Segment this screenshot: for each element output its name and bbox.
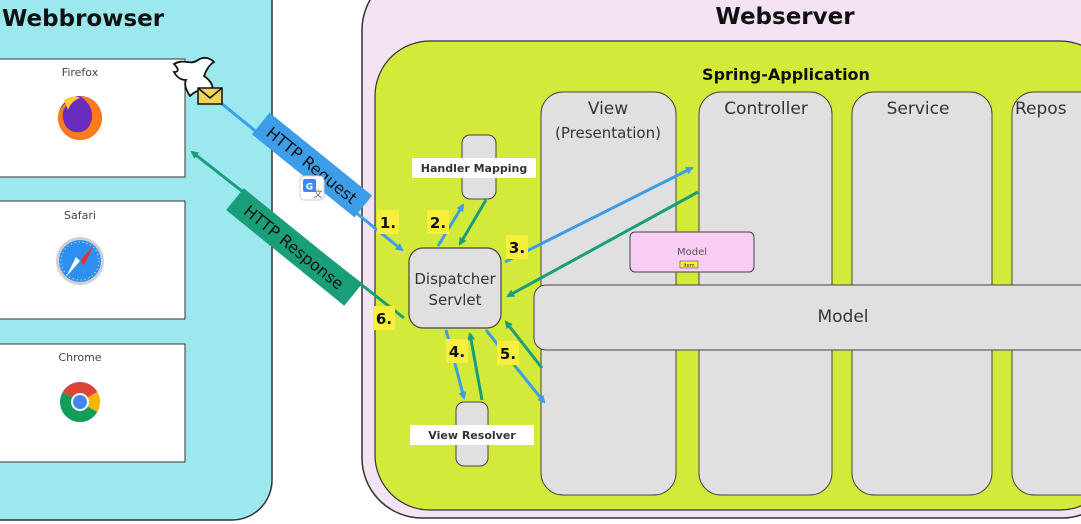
firefox-icon	[58, 96, 102, 140]
handler-mapping[interactable]: Handler Mapping	[412, 134, 536, 200]
dispatcher-servlet[interactable]: Dispatcher Servlet	[408, 247, 502, 329]
dispatcher-label-line1: Dispatcher	[414, 270, 496, 288]
step-label-4: 4.	[446, 339, 468, 363]
layer-view-sublabel: (Presentation)	[555, 124, 661, 142]
model-bar-label: Model	[817, 307, 868, 327]
browser-label-firefox: Firefox	[62, 66, 99, 79]
dove-with-envelope-icon	[172, 56, 223, 105]
step3-return-arrow	[506, 190, 699, 298]
svg-text:文: 文	[313, 188, 322, 200]
webbrowser-panel: Webbrowser Firefox Safari	[0, 0, 273, 521]
step2-request-arrow	[436, 203, 465, 247]
spring-application-title: Spring-Application	[702, 65, 870, 84]
view-resolver[interactable]: View Resolver	[410, 401, 534, 467]
step2-return-arrow	[458, 199, 488, 246]
step-label-2: 2.	[427, 210, 449, 234]
svg-text:G: G	[306, 183, 313, 193]
handler-mapping-label: Handler Mapping	[421, 162, 527, 175]
step5-return-arrow	[504, 320, 544, 369]
layer-repository-label: Repos	[1015, 99, 1067, 119]
browser-card-firefox[interactable]: Firefox	[0, 58, 186, 178]
safari-icon	[56, 237, 104, 285]
dispatcher-label-line2: Servlet	[428, 291, 481, 309]
browser-card-chrome[interactable]: Chrome	[0, 343, 186, 463]
step-label-6: 6.	[373, 306, 395, 330]
svg-text:1.: 1.	[380, 214, 396, 232]
layer-view-label: View	[588, 99, 628, 119]
webserver-title: Webserver	[715, 4, 855, 30]
svg-text:3.: 3.	[509, 239, 525, 257]
chrome-icon	[60, 382, 100, 422]
svg-text:2.: 2.	[430, 214, 446, 232]
view-resolver-label: View Resolver	[428, 429, 516, 442]
layer-service-label: Service	[887, 99, 950, 119]
step4-return-arrow	[467, 332, 484, 401]
svg-text:4.: 4.	[449, 343, 465, 361]
step3-request-arrow	[504, 166, 694, 264]
model-note-tag: item	[683, 263, 694, 269]
svg-text:6.: 6.	[376, 310, 392, 328]
layer-controller-label: Controller	[724, 99, 808, 119]
browser-label-chrome: Chrome	[58, 351, 101, 364]
model-bar[interactable]: Model	[533, 284, 1081, 351]
model-note-label: Model	[677, 247, 707, 258]
translate-icon: G 文	[299, 175, 325, 201]
browser-card-safari[interactable]: Safari	[0, 200, 186, 320]
webbrowser-title: Webbrowser	[2, 6, 165, 32]
model-note[interactable]: Model item	[629, 231, 755, 273]
step5-request-arrow	[484, 329, 546, 404]
svg-text:5.: 5.	[500, 345, 516, 363]
step-label-3: 3.	[506, 235, 528, 259]
step-label-5: 5.	[497, 341, 519, 365]
browser-label-safari: Safari	[64, 209, 96, 222]
step-label-1: 1.	[377, 210, 399, 234]
